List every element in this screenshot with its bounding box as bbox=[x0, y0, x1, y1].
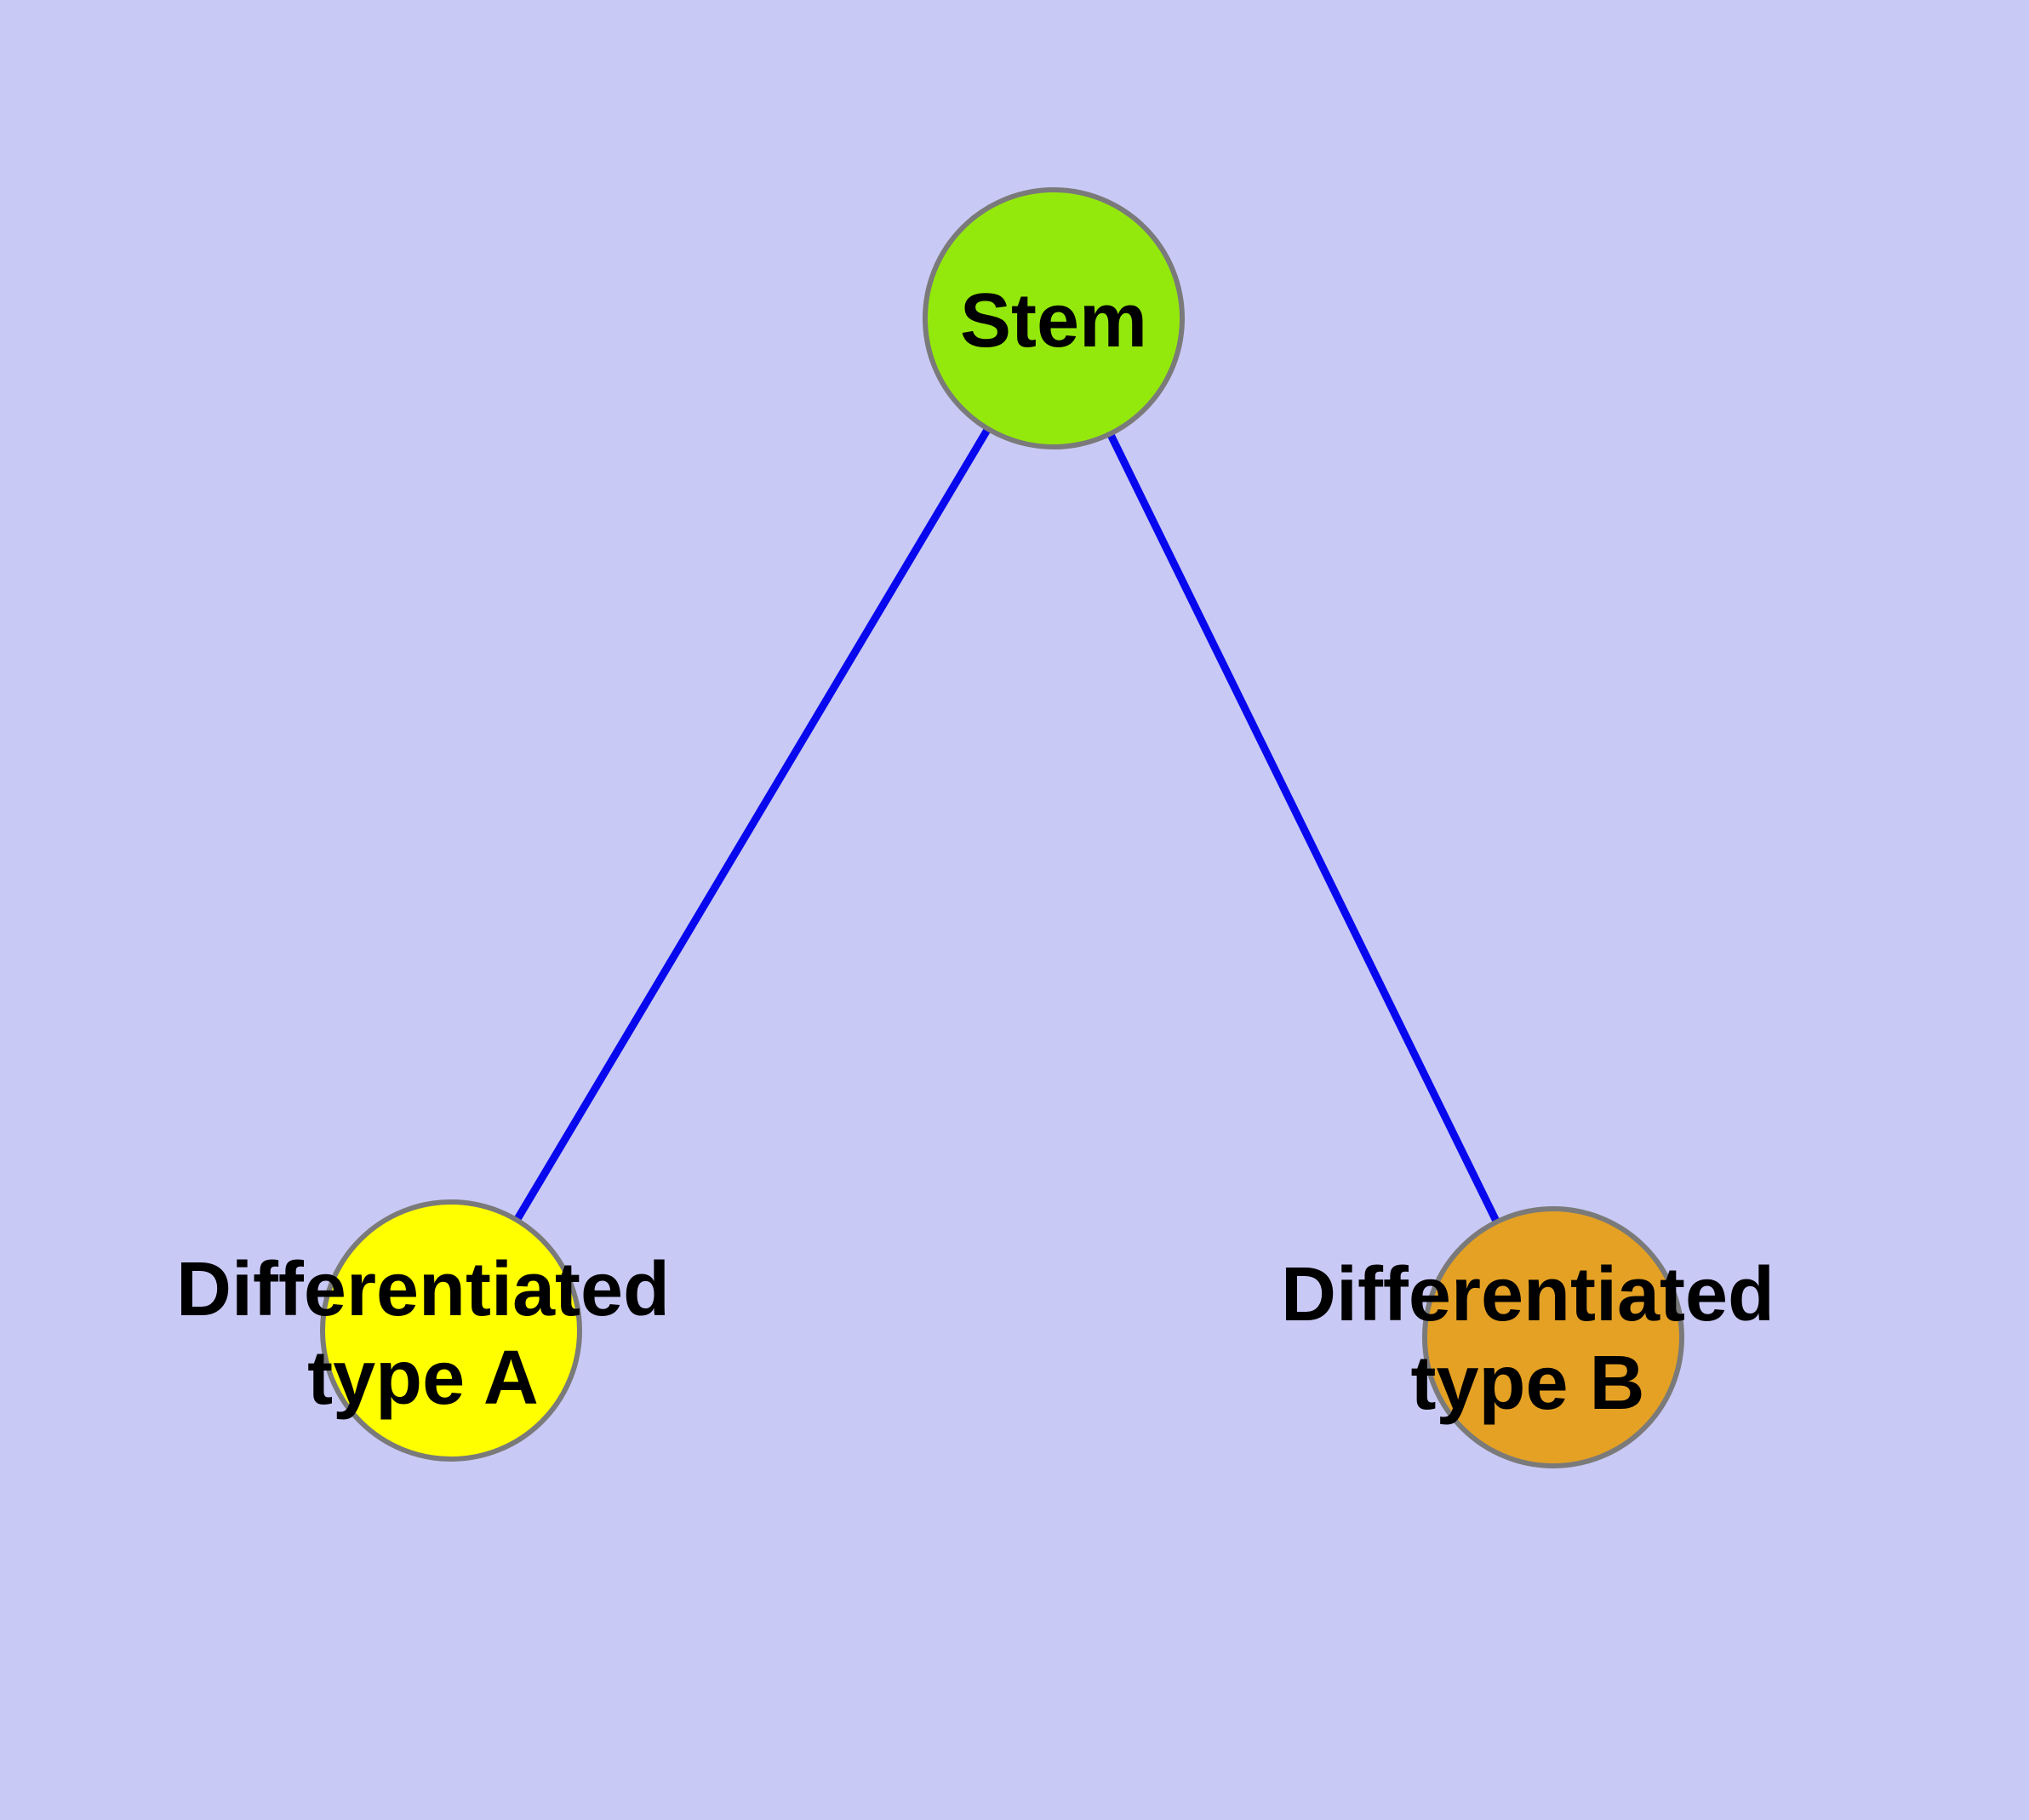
node-label-stem: Stem bbox=[960, 278, 1147, 363]
node-stem bbox=[923, 187, 1185, 449]
node-label-line: Differentiated bbox=[176, 1247, 670, 1332]
node-type-b bbox=[1422, 1206, 1684, 1468]
edge-stem-type-a bbox=[448, 316, 1057, 1333]
edge-stem-type-b bbox=[1049, 317, 1557, 1339]
node-label-line: type B bbox=[1410, 1341, 1644, 1426]
node-type-a bbox=[320, 1199, 582, 1462]
node-label-line: Differentiated bbox=[1281, 1252, 1775, 1337]
node-label-line: type A bbox=[307, 1336, 539, 1421]
node-label-line: Stem bbox=[960, 278, 1147, 363]
